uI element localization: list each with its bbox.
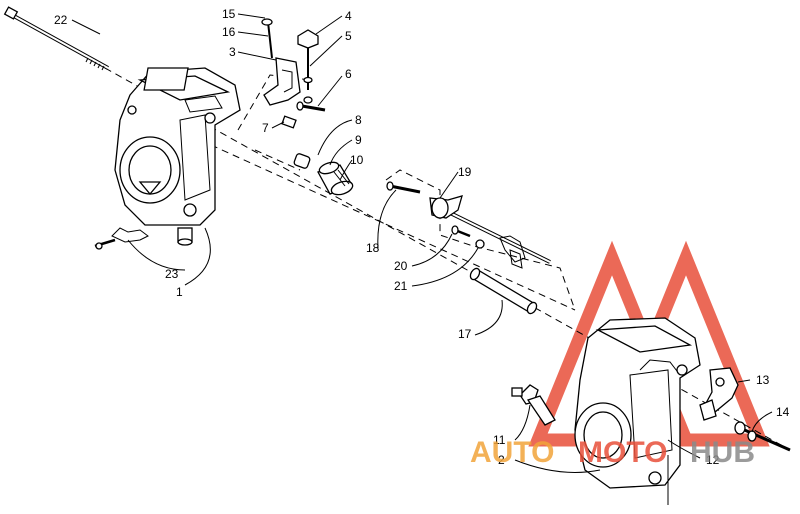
callout-label: 6 <box>345 67 352 81</box>
callout-label: 15 <box>222 7 236 21</box>
leader-lines <box>71 13 773 473</box>
watermark-text-moto: MOTO <box>578 436 667 469</box>
screw-washer-parts <box>451 225 485 249</box>
throttle-lever-parts <box>699 367 791 452</box>
callout-label: 17 <box>458 327 472 341</box>
callout-label: 14 <box>776 405 790 419</box>
right-carburetor-part <box>574 317 701 505</box>
sleeve-parts <box>293 153 354 196</box>
callout-label: 7 <box>262 121 269 135</box>
callout-label: 19 <box>458 165 472 179</box>
connecting-rod-part <box>469 267 538 315</box>
watermark-text: AUTO MOTO HUB <box>470 436 755 469</box>
callout-label: 2 <box>498 453 505 467</box>
callout-label: 9 <box>355 133 362 147</box>
callout-label: 12 <box>706 453 720 467</box>
throttle-bracket-parts <box>261 18 326 129</box>
callout-label: 13 <box>756 373 770 387</box>
callout-label: 10 <box>350 153 364 167</box>
callout-label: 8 <box>355 113 362 127</box>
callout-labels: 1 2 3 4 5 6 7 8 9 10 11 12 13 14 15 16 1… <box>54 7 790 467</box>
callout-label: 16 <box>222 25 236 39</box>
callout-label: 4 <box>345 9 352 23</box>
watermark-text-hub: HUB <box>690 436 755 469</box>
callout-label: 11 <box>493 433 506 447</box>
callout-label: 3 <box>229 45 236 59</box>
callout-label: 18 <box>366 241 380 255</box>
cable-clip-part <box>94 227 149 250</box>
left-carburetor-part <box>114 67 241 246</box>
callout-label: 20 <box>394 259 408 273</box>
long-bolt-part <box>3 6 109 71</box>
callout-label: 21 <box>394 279 408 293</box>
callout-label: 22 <box>54 13 68 27</box>
callout-label: 5 <box>345 29 352 43</box>
throttle-shaft-parts <box>386 181 551 269</box>
watermark-text-auto: AUTO <box>470 436 554 469</box>
hose-fitting-part <box>511 384 556 426</box>
callout-label: 23 <box>165 267 179 281</box>
callout-label: 1 <box>176 285 183 299</box>
